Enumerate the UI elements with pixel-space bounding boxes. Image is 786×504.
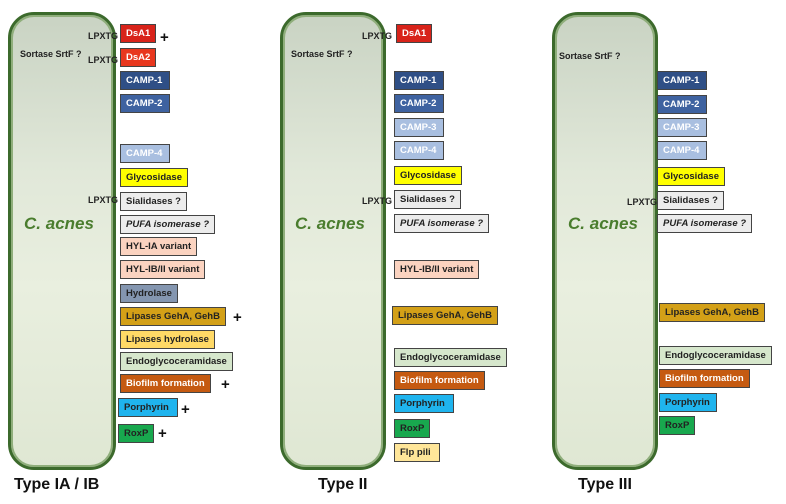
type-title: Type III [578,476,632,493]
biofilm-box: Biofilm formation [120,374,211,393]
camp1-box: CAMP-1 [394,71,444,90]
glycosidase-box: Glycosidase [120,168,188,187]
plus-marker: + [233,309,242,326]
lpxtg-label: LPXTG [88,55,119,65]
lpxtg-label: LPXTG [88,195,119,205]
sortase-label: Sortase SrtF ? [291,49,353,59]
plus-marker: + [221,376,230,393]
lipases-box: Lipases GehA, GehB [659,303,765,322]
plus-marker: + [158,425,167,442]
pufa-box: PUFA isomerase ? [657,214,753,233]
type-title: Type IA / IB [14,476,100,493]
lipases-hydrolase-box: Lipases hydrolase [120,330,215,349]
cell-body [552,12,658,470]
lpxtg-label: LPXTG [362,196,393,206]
pufa-box: PUFA isomerase ? [120,215,216,234]
cell-body [280,12,386,470]
roxp-box: RoxP [659,416,695,435]
roxp-box: RoxP [394,419,430,438]
camp3-box: CAMP-3 [394,118,444,137]
species-label: C. acnes [295,214,365,233]
camp2-box: CAMP-2 [394,94,444,113]
endoglycoceramidase-box: Endoglycoceramidase [394,348,507,367]
plus-marker: + [160,29,169,46]
lipases-box: Lipases GehA, GehB [392,306,498,325]
hylia-box: HYL-IA variant [120,237,198,256]
dsa2-box: DsA2 [120,48,157,67]
panel-type-ia-ib: C. acnes Sortase SrtF ? LPXTG LPXTG LPXT… [0,0,262,504]
hydrolase-box: Hydrolase [120,284,178,303]
panel-type-iii: C. acnes Sortase SrtF ? LPXTG CAMP-1 CAM… [540,0,786,504]
roxp-box: RoxP [118,424,154,443]
species-label: C. acnes [24,214,94,233]
camp1-box: CAMP-1 [657,71,707,90]
porphyrin-box: Porphyrin [118,398,178,417]
porphyrin-box: Porphyrin [394,394,454,413]
cell-body [8,12,116,470]
biofilm-box: Biofilm formation [394,371,485,390]
endoglycoceramidase-box: Endoglycoceramidase [120,352,233,371]
lpxtg-label: LPXTG [627,197,658,207]
camp1-box: CAMP-1 [120,71,170,90]
species-label: C. acnes [568,214,638,233]
pufa-box: PUFA isomerase ? [394,214,490,233]
panel-type-ii: C. acnes Sortase SrtF ? LPXTG LPXTG DsA1… [270,0,532,504]
camp4-box: CAMP-4 [120,144,170,163]
lpxtg-label: LPXTG [362,31,393,41]
glycosidase-box: Glycosidase [657,167,725,186]
camp3-box: CAMP-3 [657,118,707,137]
hylib-box: HYL-IB/II variant [120,260,206,279]
biofilm-box: Biofilm formation [659,369,750,388]
sortase-label: Sortase SrtF ? [20,49,82,59]
type-title: Type II [318,476,368,493]
glycosidase-box: Glycosidase [394,166,462,185]
dsa1-box: DsA1 [120,24,157,43]
sialidases-box: Sialidases ? [394,190,461,209]
lipases-box: Lipases GehA, GehB [120,307,226,326]
sialidases-box: Sialidases ? [120,192,187,211]
flp-pili-box: Flp pili [394,443,440,462]
plus-marker: + [181,401,190,418]
sortase-label: Sortase SrtF ? [559,51,621,61]
camp2-box: CAMP-2 [657,95,707,114]
camp4-box: CAMP-4 [657,141,707,160]
hylib-box: HYL-IB/II variant [394,260,480,279]
camp2-box: CAMP-2 [120,94,170,113]
dsa1-box: DsA1 [396,24,433,43]
lpxtg-label: LPXTG [88,31,119,41]
porphyrin-box: Porphyrin [659,393,717,412]
sialidases-box: Sialidases ? [657,191,724,210]
camp4-box: CAMP-4 [394,141,444,160]
endoglycoceramidase-box: Endoglycoceramidase [659,346,772,365]
